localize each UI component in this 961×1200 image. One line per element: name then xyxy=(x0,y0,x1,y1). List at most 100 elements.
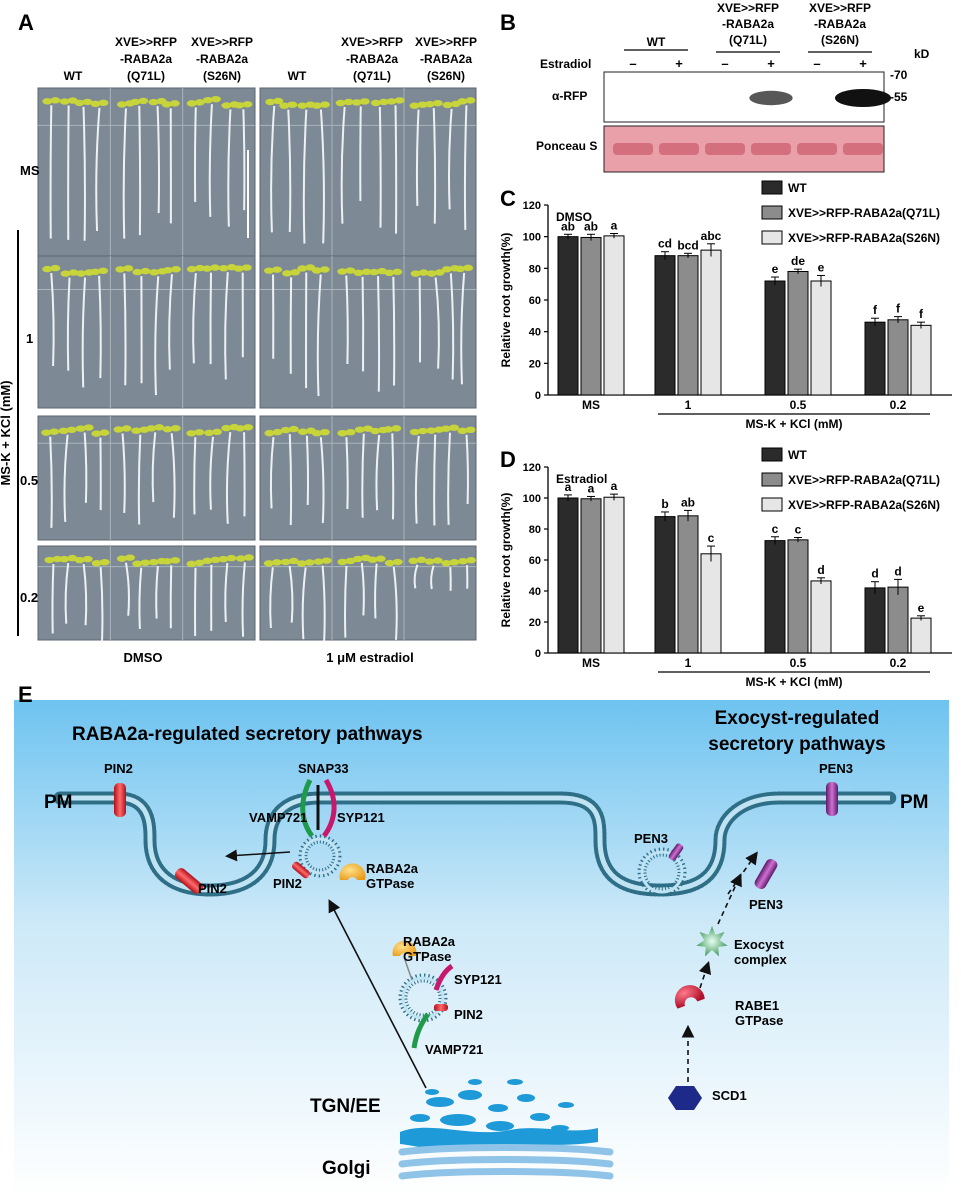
legend-label-2: XVE>>RFP-RABA2a(S26N) xyxy=(788,231,940,245)
seedling-root xyxy=(124,562,130,616)
tgn-fragment-10 xyxy=(507,1079,523,1085)
panel-a-header-5-line-1: -RABA2a xyxy=(420,52,472,66)
seedling-root xyxy=(316,274,322,397)
seedling-cotyledon xyxy=(264,429,275,437)
vamp721-snare-pm xyxy=(300,778,315,838)
photo-border xyxy=(259,545,477,641)
seedling-cotyledon xyxy=(113,426,124,433)
seedling-root xyxy=(224,562,229,623)
seedling-cotyledon xyxy=(304,559,315,566)
seedling-cotyledon xyxy=(392,558,403,566)
pathway-labels: PIN2 SNAP33 VAMP721 SYP121 PIN2 PIN2 RAB… xyxy=(104,761,853,1179)
seedling-cotyledon xyxy=(311,429,322,437)
label-syp121-mid: SYP121 xyxy=(454,972,502,987)
seedling-cotyledon xyxy=(60,270,71,277)
seedling-cotyledon xyxy=(359,98,370,105)
panel-a-header-1-line-2: (Q71L) xyxy=(127,69,165,83)
sig-letter-0-0: ab xyxy=(561,219,575,233)
x-axis-label: MS-K + KCl (mM) xyxy=(746,675,843,689)
seedling-cotyledon xyxy=(233,265,244,272)
ponceau-band-lane-5 xyxy=(843,143,883,155)
pathway-proteins xyxy=(114,778,838,1180)
ponceau-band-lane-4 xyxy=(797,143,837,155)
marker-55: -55 xyxy=(890,90,908,104)
seedling-root xyxy=(344,565,348,638)
legend-label-2: XVE>>RFP-RABA2a(S26N) xyxy=(788,498,940,512)
sig-letter-0-0: a xyxy=(565,480,572,494)
seedling-cotyledon xyxy=(410,270,421,277)
bar-XVE>>RFP-RABA2a(Q71L)-0.2 xyxy=(887,319,909,396)
tgn-fragment-9 xyxy=(468,1079,482,1085)
y-tick-label-60: 60 xyxy=(529,295,541,307)
seedling-photo-r0-c1 xyxy=(260,88,476,258)
seedling-root xyxy=(269,567,274,628)
row-label-0-2: 0.2 xyxy=(20,590,38,605)
row-label-0-5: 0.5 xyxy=(20,473,38,488)
seedling-cotyledon xyxy=(375,555,386,562)
photo-border xyxy=(37,415,256,541)
seedling-cotyledon xyxy=(218,265,229,272)
label-exocyst-2: complex xyxy=(734,952,788,967)
seedling-cotyledon xyxy=(59,98,70,105)
tgn-fragment-8 xyxy=(558,1102,574,1108)
seedling-root xyxy=(340,106,346,224)
panel-a-header-0-line-0: WT xyxy=(64,69,83,83)
y-tick-label-40: 40 xyxy=(529,586,541,598)
seedling-cotyledon xyxy=(337,558,348,566)
panel-a-header-2-line-1: -RABA2a xyxy=(196,52,248,66)
seedling-cotyledon xyxy=(343,98,354,106)
label-golgi: Golgi xyxy=(322,1158,371,1179)
seedling-cotyledon xyxy=(50,264,61,272)
seedling-cotyledon xyxy=(148,98,159,106)
panel-a-header-2-line-2: (S26N) xyxy=(203,69,241,83)
sig-letter-1-2: c xyxy=(795,523,802,537)
seedling-root xyxy=(209,272,212,365)
seedling-cotyledon xyxy=(82,555,93,563)
panel-a-photos xyxy=(37,87,477,642)
seedling-root xyxy=(433,434,437,526)
seedling-root xyxy=(209,436,215,510)
legend-label-1: XVE>>RFP-RABA2a(Q71L) xyxy=(788,206,940,220)
seedling-cotyledon xyxy=(296,560,307,567)
sig-letter-0-1: cd xyxy=(658,237,672,251)
seedling-cotyledon xyxy=(221,424,232,432)
ponceau-bands xyxy=(613,143,883,155)
syp121-snare-pm xyxy=(321,778,337,838)
blot-group-1-line-0: XVE>>RFP xyxy=(717,1,779,15)
panel-c-letter: C xyxy=(500,186,516,211)
legend-swatch-2 xyxy=(761,497,783,512)
panel-e-background xyxy=(14,700,949,1195)
seedling-cotyledon xyxy=(83,424,94,431)
label-rabe1-1: RABE1 xyxy=(735,998,779,1013)
seedling-cotyledon xyxy=(242,101,253,108)
pen3-vesicle xyxy=(668,843,684,861)
panel-a-side-label: MS-K + KCl (mM) xyxy=(0,380,13,485)
sig-letter-0-2: e xyxy=(772,262,779,276)
seedling-cotyledon xyxy=(221,102,232,109)
seedling-root xyxy=(138,567,143,629)
sig-letter-2-0: a xyxy=(611,479,618,493)
bar-WT-0.2 xyxy=(864,321,886,396)
lane-sign-4: – xyxy=(813,56,820,71)
x-category-3: 0.2 xyxy=(890,398,907,412)
ponceau-band-lane-1 xyxy=(659,143,699,155)
seedling-root xyxy=(193,437,197,515)
label-vamp721-mid: VAMP721 xyxy=(425,1042,483,1057)
seedling-root xyxy=(321,565,326,641)
seedling-cotyledon xyxy=(458,558,469,565)
photo-border xyxy=(37,545,256,641)
seedling-cotyledon xyxy=(424,558,435,565)
seedling-cotyledon xyxy=(186,430,197,437)
blot-group-2-line-0: XVE>>RFP xyxy=(809,1,871,15)
seedling-cotyledon xyxy=(170,266,181,273)
y-tick-label-120: 120 xyxy=(523,462,541,474)
seedling-cotyledon xyxy=(235,555,246,562)
seedling-cotyledon xyxy=(226,554,237,562)
pin2-transporter-pm xyxy=(114,783,126,817)
seedling-cotyledon xyxy=(288,557,299,565)
tgn-fragment-1 xyxy=(458,1090,482,1100)
seedling-root xyxy=(434,277,440,369)
seedling-cotyledon xyxy=(313,558,324,565)
